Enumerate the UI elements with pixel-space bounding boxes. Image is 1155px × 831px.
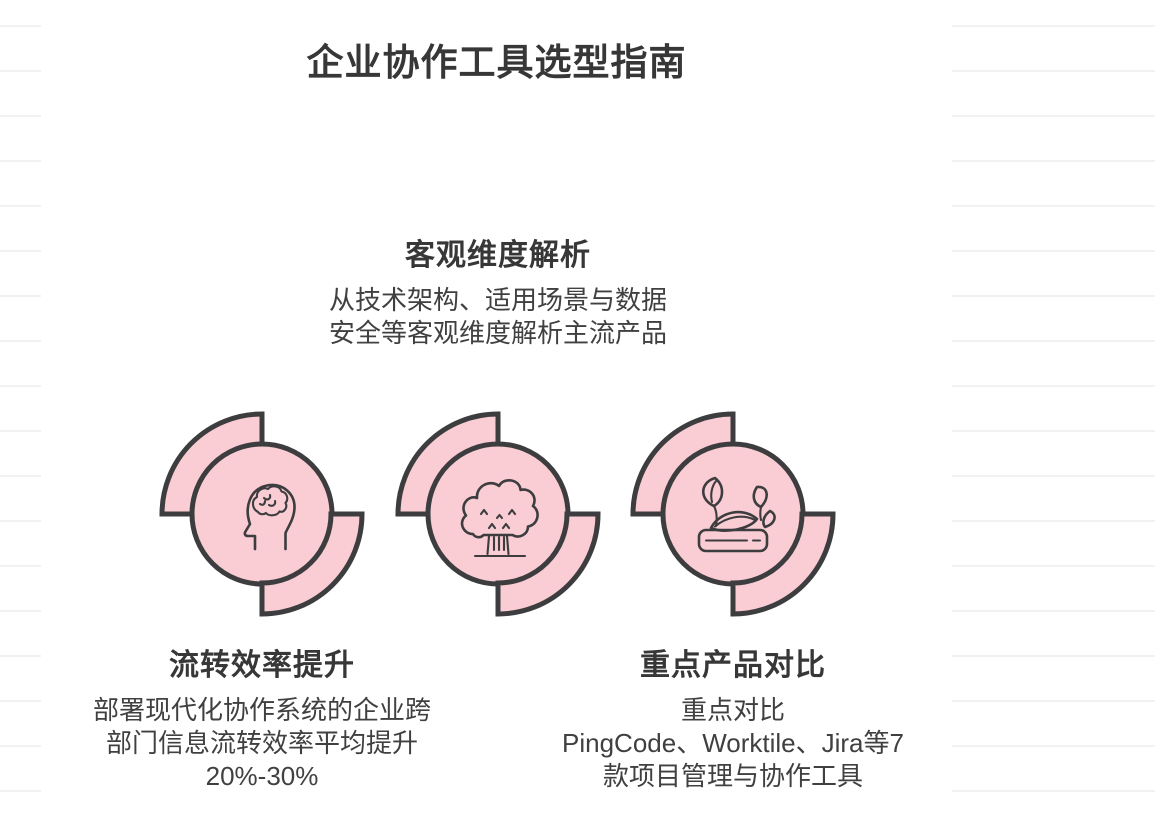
section-comparison-title: 重点产品对比 bbox=[640, 649, 826, 682]
tree-icon bbox=[460, 479, 539, 558]
body-line: 20%-30% bbox=[205, 761, 319, 791]
section-comparison-body: 重点对比 PingCode、Worktile、Jira等7 款项目管理与协作工具 bbox=[503, 694, 963, 793]
infographic-canvas: 企业协作工具选型指南 客观维度解析 从技术架构、适用场景与数据 安全等客观维度解… bbox=[41, 0, 952, 831]
arc-bottom-right bbox=[495, 511, 601, 617]
arc-bottom-right bbox=[259, 511, 365, 617]
section-analysis: 客观维度解析 从技术架构、适用场景与数据 安全等客观维度解析主流产品 bbox=[268, 237, 728, 350]
body-line: 重点对比 bbox=[680, 695, 785, 725]
lined-paper-background-left bbox=[0, 0, 41, 831]
page-title: 企业协作工具选型指南 bbox=[306, 42, 687, 83]
section-efficiency: 流转效率提升 部署现代化协作系统的企业跨 部门信息流转效率平均提升 20%-30… bbox=[32, 647, 492, 793]
section-efficiency-title: 流转效率提升 bbox=[169, 649, 355, 682]
body-line: 部署现代化协作系统的企业跨 bbox=[92, 695, 431, 725]
body-line: 部门信息流转效率平均提升 bbox=[105, 728, 418, 758]
arc-bottom-right bbox=[730, 511, 836, 617]
cycle-node-plant bbox=[630, 411, 836, 617]
body-line: PingCode、Worktile、Jira等7 bbox=[562, 728, 904, 758]
cycle-node-brain bbox=[159, 411, 365, 617]
cycle-node-tree bbox=[395, 411, 601, 617]
body-line: 安全等客观维度解析主流产品 bbox=[328, 318, 667, 348]
section-efficiency-body: 部署现代化协作系统的企业跨 部门信息流转效率平均提升 20%-30% bbox=[32, 694, 492, 793]
body-line: 从技术架构、适用场景与数据 bbox=[328, 285, 667, 315]
plant-tray-icon bbox=[697, 476, 776, 553]
section-comparison: 重点产品对比 重点对比 PingCode、Worktile、Jira等7 款项目… bbox=[503, 647, 963, 793]
body-line: 款项目管理与协作工具 bbox=[602, 761, 863, 791]
section-analysis-body: 从技术架构、适用场景与数据 安全等客观维度解析主流产品 bbox=[268, 284, 728, 350]
lined-paper-background-right bbox=[952, 0, 1155, 831]
brain-head-icon bbox=[243, 483, 296, 551]
section-analysis-title: 客观维度解析 bbox=[405, 239, 591, 272]
